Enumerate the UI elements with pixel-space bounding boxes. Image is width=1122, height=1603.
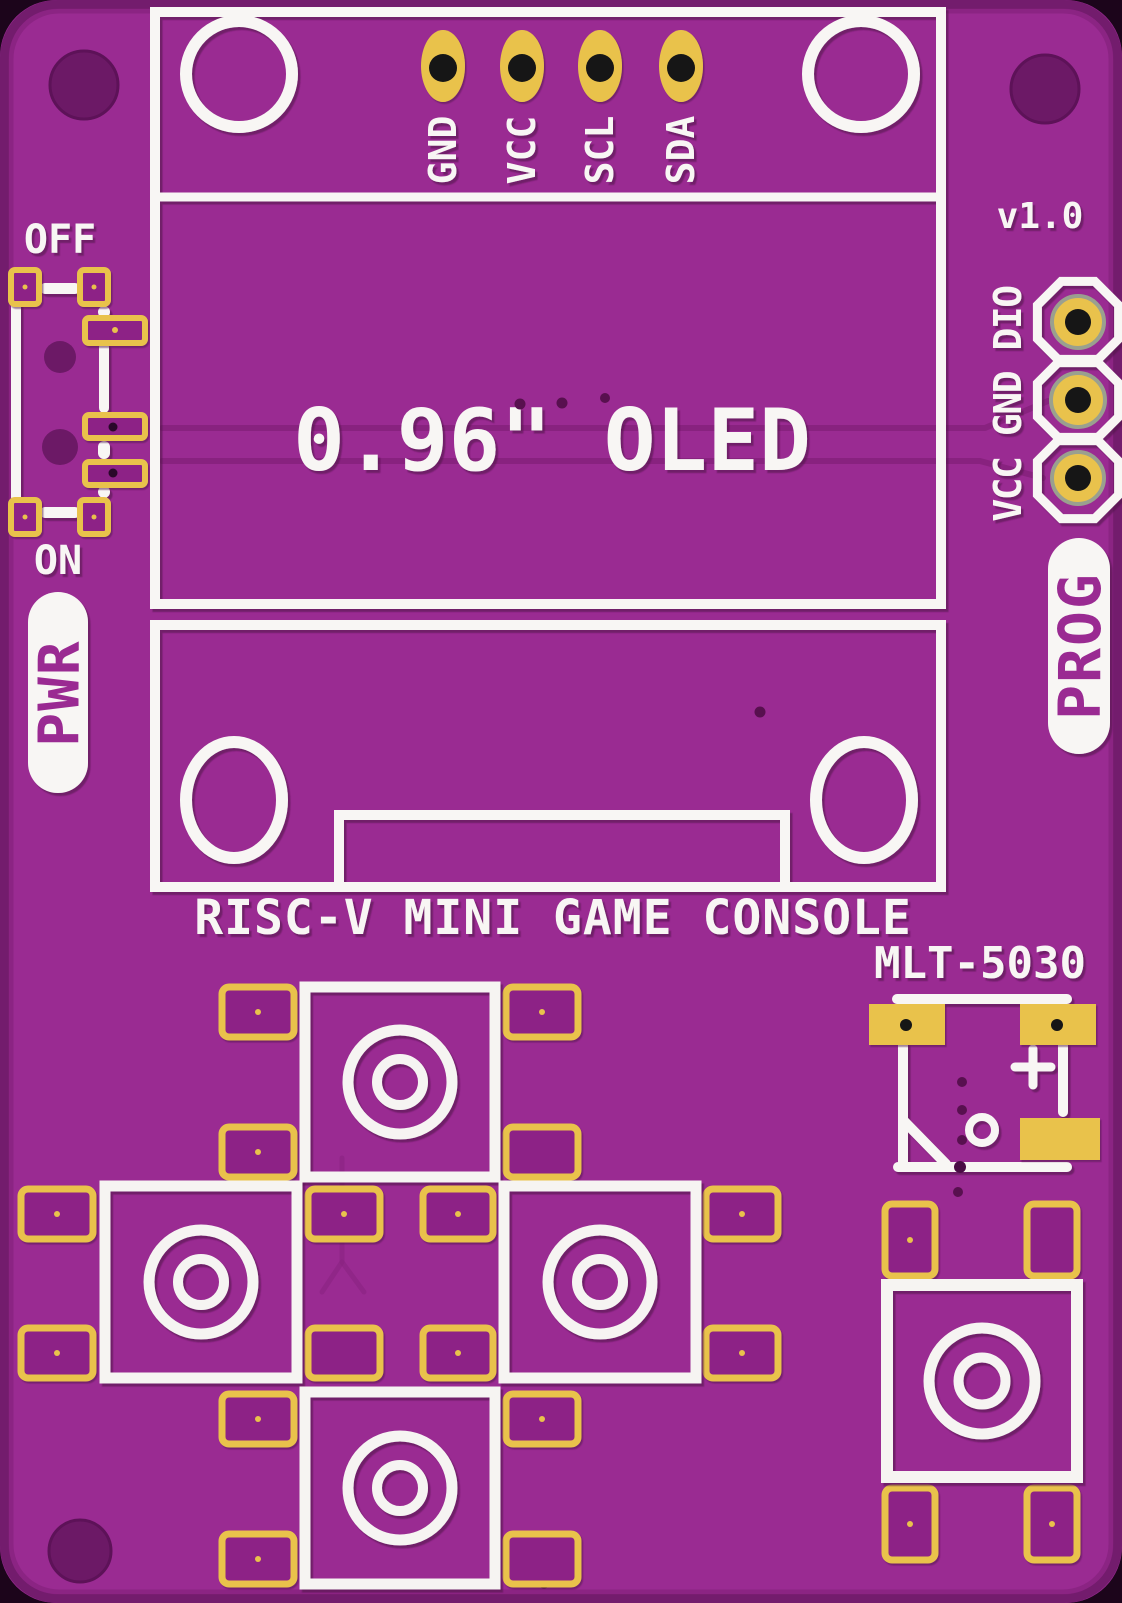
oled-pin-label-vcc: VCC — [500, 116, 544, 185]
oled-hole-top-left — [180, 15, 298, 133]
oled-pad-hole — [508, 54, 536, 82]
button-pad — [1023, 1200, 1081, 1280]
switch-pad-dots — [22, 284, 118, 520]
oled-size-label: 0.96" OLED — [293, 391, 811, 491]
oled-pad-hole — [667, 54, 695, 82]
switch-on-label: ON — [34, 538, 82, 584]
button-down — [218, 1386, 582, 1590]
button-outer-ring — [342, 1430, 458, 1546]
prog-pads — [1049, 294, 1107, 506]
trace-scl — [159, 398, 1051, 431]
oled-outline-top — [150, 7, 946, 609]
button-body-outline — [881, 1279, 1083, 1483]
oled-connector-outline — [334, 810, 790, 887]
switch-silk-dot-bottom — [98, 486, 110, 498]
prog-pins-label: VCC GND DIO — [986, 286, 1030, 522]
button-plunger — [372, 1054, 428, 1110]
button-plunger — [953, 1352, 1011, 1410]
button-outer-ring — [542, 1224, 658, 1340]
oled-pin-label-scl: SCL — [578, 116, 622, 185]
button-up — [218, 981, 582, 1183]
buzzer-pad-hole — [900, 1019, 912, 1031]
power-switch-footprint: OFF ON PWR — [8, 217, 148, 793]
prog-pad-hole — [1065, 387, 1091, 413]
button-outer-ring — [923, 1322, 1041, 1440]
buzzer-silkscreen — [892, 994, 1072, 1172]
oled-pin-pads — [421, 30, 703, 102]
oled-pin-label-gnd: GND — [421, 116, 465, 185]
button-left — [17, 1180, 384, 1384]
prog-pad-hole — [1065, 309, 1091, 335]
button-action — [881, 1200, 1083, 1564]
button-body-outline — [99, 1180, 303, 1384]
prog-pill: PROG — [1046, 538, 1114, 754]
button-body-outline — [498, 1180, 702, 1384]
oled-hole-bottom-right — [810, 736, 918, 864]
button-outer-ring — [342, 1024, 458, 1140]
pwr-pill: PWR — [28, 592, 93, 793]
buzzer-pads — [869, 1004, 1100, 1160]
oled-hole-top-right — [802, 15, 920, 133]
button-pad — [502, 1530, 582, 1588]
switch-silk-bar-top — [40, 283, 80, 294]
button-pad — [304, 1324, 384, 1382]
mounting-hole-top-right — [1009, 53, 1081, 125]
buzzer-pad-hole — [1051, 1019, 1063, 1031]
buzzer-footprint: MLT-5030 — [869, 938, 1100, 1173]
trace-button-branch — [339, 1259, 367, 1295]
trace-sda — [159, 458, 1046, 481]
button-body-outline — [299, 1386, 501, 1590]
switch-silk-bar-bottom — [40, 507, 80, 518]
switch-via — [108, 468, 118, 478]
button-plunger — [572, 1254, 628, 1310]
button-outer-ring — [143, 1224, 259, 1340]
pwr-label: PWR — [28, 639, 93, 746]
switch-hole-1 — [44, 341, 76, 373]
mounting-holes — [47, 49, 1081, 1584]
prog-pin-octagon — [1032, 354, 1122, 446]
prog-pill-shape — [1048, 538, 1110, 754]
prog-header: VCC GND DIO PROG — [986, 276, 1122, 754]
switch-via — [108, 422, 118, 432]
button-pad — [502, 1123, 582, 1181]
oled-outline-bottom — [150, 620, 946, 892]
button-right — [419, 1180, 782, 1384]
switch-hole-2 — [42, 429, 78, 465]
buzzer-silk-chamfer — [898, 1115, 951, 1169]
buzzer-sound-hole-icon — [965, 1113, 999, 1147]
button-plunger — [372, 1460, 428, 1516]
prog-pin-octagon — [1032, 276, 1122, 368]
button-body-outline — [299, 981, 501, 1183]
board-title: RISC-V MINI GAME CONSOLE — [194, 890, 912, 946]
prog-octagons — [1032, 276, 1122, 524]
buzzer-via — [954, 1161, 966, 1173]
switch-off-label: OFF — [24, 217, 96, 263]
oled-hole-bottom-left — [180, 736, 288, 864]
buzzer-label: MLT-5030 — [874, 938, 1086, 989]
switch-silkscreen — [11, 283, 110, 518]
mounting-hole-bottom-left — [47, 1518, 113, 1584]
oled-silkscreen — [150, 7, 946, 892]
button-plunger — [173, 1254, 229, 1310]
switch-silk-stub — [98, 441, 110, 459]
oled-pin-label-sda: SDA — [659, 116, 703, 185]
oled-module-footprint: GND VCC SCL SDA 0.96" OLED — [150, 7, 946, 892]
oled-pad-hole — [429, 54, 457, 82]
prog-pad-hole — [1065, 465, 1091, 491]
oled-pad-hole — [586, 54, 614, 82]
version-label: v1.0 — [997, 196, 1084, 237]
prog-label: PROG — [1046, 572, 1114, 720]
buzzer-pad-bottom — [1020, 1118, 1100, 1160]
prog-pin-octagon — [1032, 432, 1122, 524]
pwr-pill-shape — [28, 592, 88, 793]
mounting-hole-top-left — [48, 49, 120, 121]
